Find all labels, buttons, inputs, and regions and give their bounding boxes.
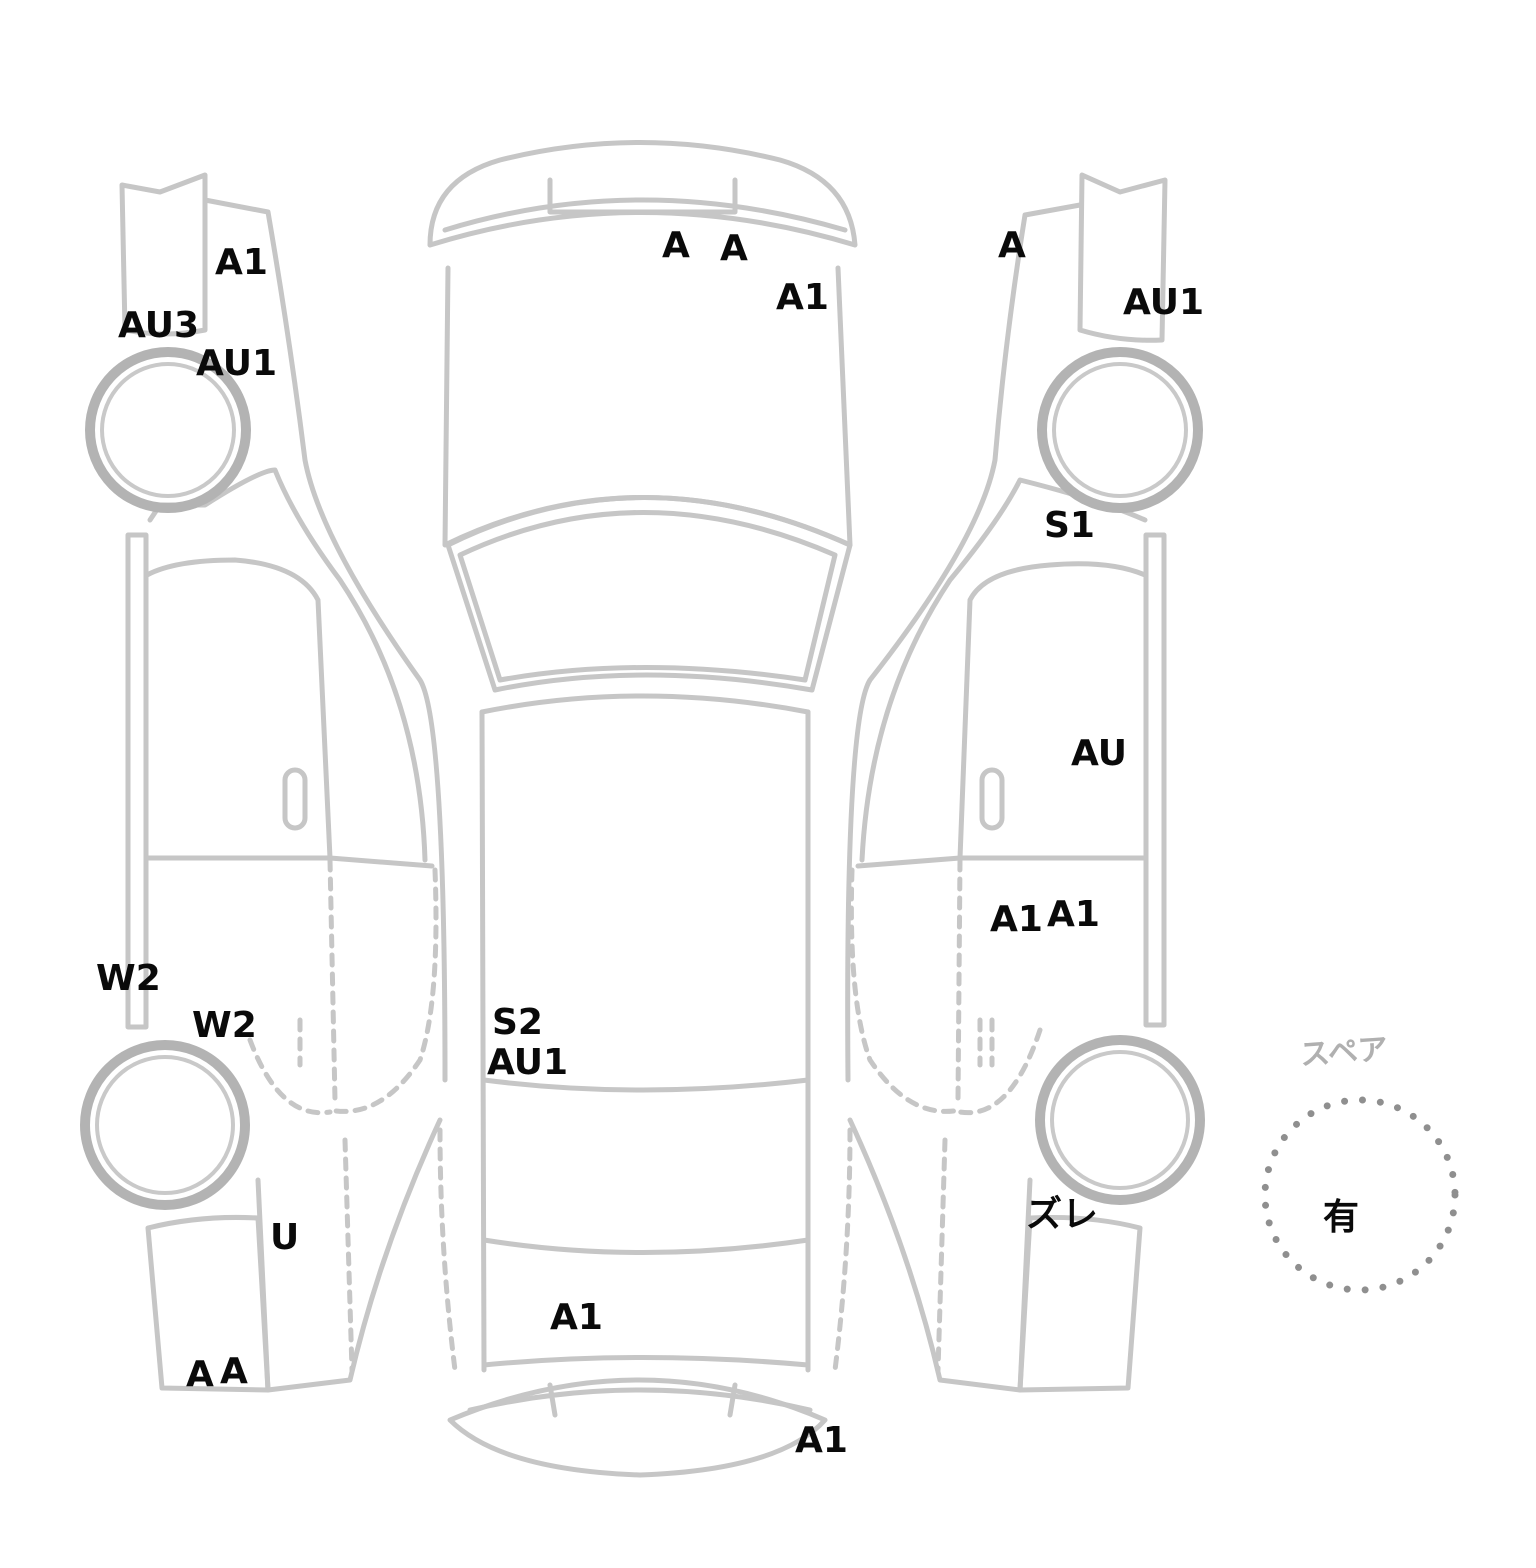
right-front-wheel xyxy=(1037,347,1203,513)
damage-mark: AU1 xyxy=(196,343,278,384)
left-rocker-strip xyxy=(125,532,149,1030)
damage-mark: A1 xyxy=(795,1420,848,1461)
top-view xyxy=(427,140,858,1478)
top-rear-bumper xyxy=(447,1377,828,1478)
left-window-line xyxy=(327,855,435,869)
right-side-view xyxy=(832,172,1205,1393)
top-front-bumper xyxy=(427,140,858,248)
damage-mark: AU1 xyxy=(487,1042,569,1083)
right-rear-bumper xyxy=(1017,1214,1143,1393)
damage-mark: A1 xyxy=(990,899,1043,940)
right-rear-quarter-inner xyxy=(832,1127,948,1373)
left-front-wheel xyxy=(85,347,251,513)
damage-mark: U xyxy=(270,1217,300,1258)
damage-mark: AU3 xyxy=(118,305,200,346)
damage-mark: A xyxy=(220,1351,248,1392)
top-body-left xyxy=(479,709,487,1373)
damage-mark: A xyxy=(998,225,1026,266)
damage-mark: A1 xyxy=(550,1297,603,1338)
damage-mark: S1 xyxy=(1044,505,1095,546)
right-rear-door xyxy=(848,857,963,1114)
damage-mark: A xyxy=(720,228,748,269)
left-front-bumper xyxy=(119,172,208,337)
top-trunk-line xyxy=(481,1237,811,1255)
damage-mark: A1 xyxy=(776,277,829,318)
damage-mark: A xyxy=(186,1354,214,1395)
damage-mark: W2 xyxy=(96,958,161,999)
damage-mark: AU1 xyxy=(1123,282,1205,323)
left-door-handle xyxy=(282,767,308,831)
right-front-bumper xyxy=(1077,172,1168,343)
left-a-pillar-inner xyxy=(147,467,428,863)
left-rear-door xyxy=(327,857,439,1114)
damage-mark: S2 xyxy=(492,1002,543,1043)
damage-mark: ズレ xyxy=(1026,1194,1099,1235)
right-rocker-strip xyxy=(1143,532,1167,1028)
top-rear-bumper-inner xyxy=(467,1382,813,1418)
left-rear-quarter-inner xyxy=(342,1127,458,1373)
left-rear-bumper xyxy=(145,1214,271,1393)
spare-label: スペア xyxy=(1298,1031,1389,1074)
left-front-fender xyxy=(202,197,448,1083)
top-roof-front xyxy=(479,693,811,715)
top-tail-line xyxy=(481,1355,811,1368)
left-front-door xyxy=(144,557,333,861)
right-window-line xyxy=(855,855,963,869)
left-rear-door-panel xyxy=(247,1017,333,1116)
damage-mark: AU xyxy=(1071,733,1127,774)
damage-mark: A1 xyxy=(1047,894,1100,935)
damage-mark: A1 xyxy=(215,242,268,283)
right-front-door xyxy=(957,561,1148,861)
top-roof-rear-line xyxy=(481,1077,811,1093)
spare-tire xyxy=(1261,1096,1459,1294)
right-door-handle xyxy=(979,767,1005,831)
right-front-fender xyxy=(845,202,1083,1083)
damage-mark: A xyxy=(662,225,690,266)
top-front-bumper-inner xyxy=(442,177,848,233)
right-rear-door-panel xyxy=(957,1017,1043,1116)
left-rear-wheel xyxy=(80,1040,250,1210)
damage-mark: W2 xyxy=(192,1005,257,1046)
top-windshield-inner xyxy=(457,510,838,683)
spare-value: 有 xyxy=(1323,1197,1360,1238)
top-windshield xyxy=(445,495,853,693)
left-side-view xyxy=(80,172,458,1393)
right-rear-wheel xyxy=(1035,1035,1205,1205)
